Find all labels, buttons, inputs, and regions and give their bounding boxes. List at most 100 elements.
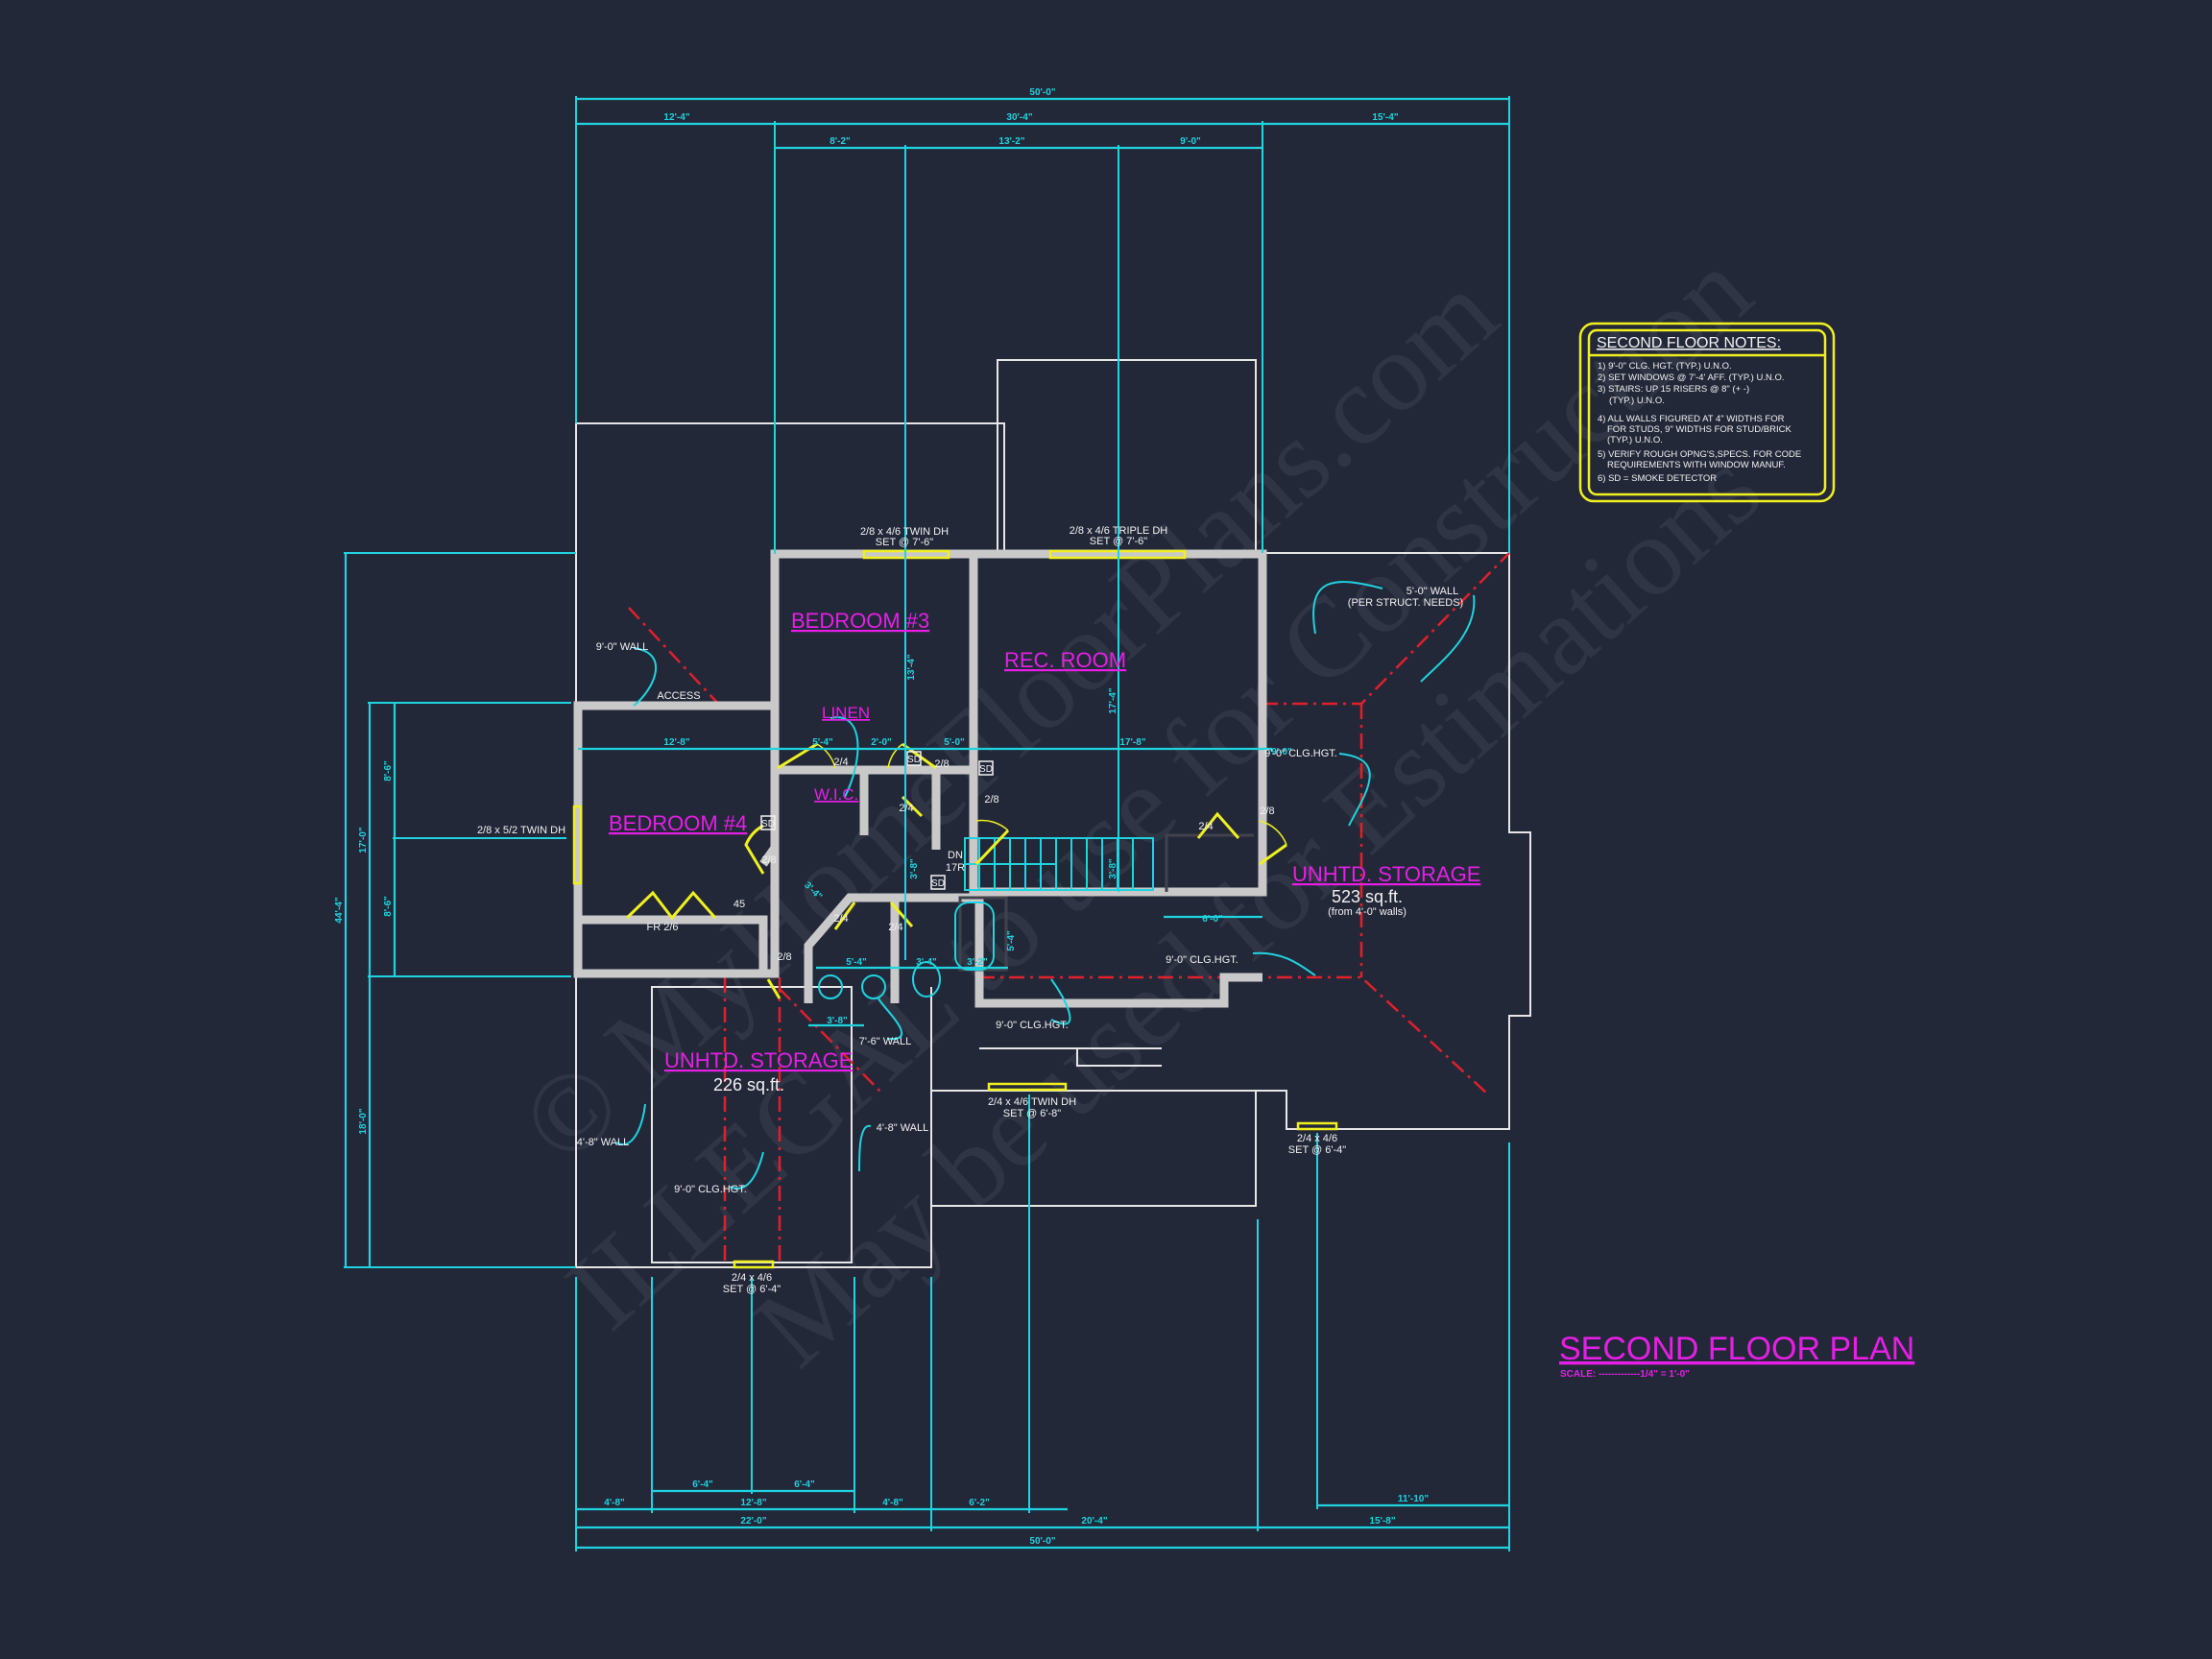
drawing-label: 2/4 x 4/6 TWIN DH — [988, 1096, 1076, 1108]
room-labels: BEDROOM #3 REC. ROOM LINEN W.I.C. BEDROO… — [609, 609, 1480, 1094]
room-storage-left: UNHTD. STORAGE — [664, 1048, 853, 1072]
drawing-label: 20'-4" — [1081, 1516, 1107, 1527]
bottom-dimensions: 6'-4" 6'-4" 4'-8" 12'-8" 4'-8" 6'-2" 11'… — [575, 1094, 1510, 1551]
drawing-label: 18'-0" — [358, 1108, 369, 1134]
drawing-label: 4) ALL WALLS FIGURED AT 4" WIDTHS FOR — [1598, 414, 1785, 424]
drawing-label: 2/4 — [888, 922, 902, 933]
dim-overall-top: 50'-0" — [1029, 87, 1055, 98]
drawing-label: 3'-8" — [827, 1016, 848, 1026]
drawing-label: SD — [907, 755, 921, 765]
drawing-label: 2/4 x 4/6 — [1297, 1133, 1337, 1144]
drawing-label: 2/4 — [1198, 821, 1213, 832]
drawing-label: 4'-8" — [882, 1498, 903, 1508]
drawing-label: 6'-4" — [692, 1479, 713, 1490]
drawing-label: 15'-8" — [1369, 1516, 1395, 1527]
drawing-label: 30'-4" — [1006, 112, 1032, 123]
drawing-label: SECOND FLOOR NOTES: — [1597, 335, 1781, 351]
second-floor-notes: SECOND FLOOR NOTES: 1) 9'-0" CLG. HGT. (… — [1578, 322, 1836, 503]
drawing-label: 2/8 x 4/6 TRIPLE DH — [1070, 525, 1168, 537]
drawing-label: 2/8 — [1260, 805, 1274, 817]
drawing-label: 5) VERIFY ROUGH OPNG'S,SPECS. FOR CODE — [1598, 449, 1801, 460]
drawing-label: 5'-4" — [812, 737, 833, 748]
room-bedroom-3: BEDROOM #3 — [791, 609, 929, 633]
drawing-label: 2/8 x 4/6 TWIN DH — [860, 526, 949, 538]
dim-overall-bottom: 50'-0" — [1029, 1536, 1055, 1547]
drawing-label: SET @ 6'-8" — [1003, 1108, 1061, 1119]
drawing-label: FOR STUDS, 9" WIDTHS FOR STUD/BRICK — [1607, 424, 1791, 435]
drawing-label: 3) STAIRS: UP 15 RISERS @ 8" (+ -) — [1598, 384, 1749, 395]
drawing-label: 5'-0" WALL — [1407, 586, 1459, 597]
drawing-label: DN — [948, 850, 963, 861]
drawing-label: 2/8 — [984, 794, 998, 805]
drawing-label: 5'-4" — [1006, 930, 1017, 951]
drawing-label: 2/4 — [833, 757, 848, 768]
drawing-label: 9'-0" CLG.HGT. — [1264, 748, 1337, 759]
drawing-label: 1) 9'-0" CLG. HGT. (TYP.) U.N.O. — [1598, 361, 1732, 372]
ridge-lines — [628, 552, 1510, 1262]
drawing-label: 4'-8" — [604, 1498, 625, 1508]
drawing-label: 7'-6" WALL — [859, 1036, 912, 1047]
drawing-label: 9'-0" — [1180, 136, 1201, 147]
drawing-label: 9'-0" — [1271, 747, 1292, 757]
drawing-label: 3'-2" — [967, 957, 988, 968]
door-labels: 2/4 2/8 2/8 2/4 2/8 2/4 2/8 2/4 2/4 2/8 — [761, 757, 1274, 963]
left-dimensions: 44'-4" 17'-0" 8'-6" 8'-6" 18'-0" — [334, 552, 576, 1268]
drawing-label: 15'-4" — [1372, 112, 1398, 123]
drawing-label: SD — [931, 878, 945, 889]
drawing-label: 523 sq.ft. — [1332, 887, 1403, 906]
drawing-label: 6'-0" — [1202, 914, 1223, 925]
drawing-label: 2/8 — [761, 854, 776, 866]
top-dimensions: 50'-0" 12'-4" 30'-4" 15'-4" 8'-2" 13'-2"… — [575, 87, 1510, 960]
drawing-label: 9'-0" CLG.HGT. — [1166, 954, 1238, 966]
plan-scale: SCALE: -------------1/4" = 1'-0" — [1560, 1369, 1690, 1380]
drawing-label: 9'-0" WALL — [596, 641, 649, 653]
drawing-label: 22'-0" — [740, 1516, 766, 1527]
drawing-label: 9'-0" CLG.HGT. — [674, 1184, 747, 1195]
drawing-label: 2/4 — [899, 803, 913, 814]
drawing-label: 6'-4" — [794, 1479, 815, 1490]
drawing-label: SD — [979, 764, 993, 775]
room-bedroom-4: BEDROOM #4 — [609, 811, 747, 835]
roof-outline — [575, 359, 1531, 1268]
drawing-label: 8'-6" — [383, 760, 394, 781]
drawing-label: SET @ 6'-4" — [1288, 1144, 1346, 1156]
drawing-label: 17'-8" — [1119, 737, 1145, 748]
drawing-label: FR 2/6 — [646, 922, 678, 933]
drawing-label: 6'-2" — [969, 1498, 990, 1508]
drawing-label: 12'-8" — [740, 1498, 766, 1508]
smoke-detectors: SD SD SD SD — [760, 751, 994, 890]
drawing-label: 226 sq.ft. — [713, 1075, 784, 1094]
drawing-label: 11'-10" — [1398, 1494, 1429, 1504]
drawing-label: 13'-2" — [998, 136, 1024, 147]
drawing-label: 3'-8" — [909, 858, 920, 879]
drawing-label: ACCESS — [657, 690, 700, 702]
drawing-label: (PER STRUCT. NEEDS) — [1348, 597, 1463, 609]
plan-title: SECOND FLOOR PLAN SCALE: -------------1/… — [1559, 1331, 1914, 1380]
drawing-label: 9'-0" CLG.HGT. — [996, 1020, 1069, 1031]
drawing-label: 2/4 x 4/6 — [732, 1272, 772, 1284]
room-wic: W.I.C. — [814, 785, 858, 804]
drawing-label: (TYP.) U.N.O. — [1609, 396, 1665, 406]
drawing-label: SET @ 7'-6" — [1090, 536, 1147, 547]
drawing-label: 4'-8" WALL — [577, 1137, 630, 1148]
plan-title-text: SECOND FLOOR PLAN — [1559, 1331, 1914, 1367]
drawing-label: 12'-4" — [663, 112, 689, 123]
drawing-label: 3'-4" — [916, 957, 937, 968]
drawing-label: 17'-4" — [1108, 687, 1118, 713]
drawing-label: 2/8 — [777, 951, 791, 963]
drawing-label: 17R — [946, 862, 965, 874]
drawing-label: 13'-4" — [906, 654, 917, 680]
annotations: 9'-0" WALL ACCESS 5'-0" WALL (PER STRUCT… — [577, 586, 1463, 1195]
room-rec-room: REC. ROOM — [1004, 648, 1126, 672]
drawing-label: 3'-8" — [1108, 858, 1118, 879]
drawing-label: (from 4'-0" walls) — [1328, 906, 1407, 918]
drawing-label: 6) SD = SMOKE DETECTOR — [1598, 473, 1717, 484]
room-linen: LINEN — [822, 704, 870, 722]
drawing-label: 45 — [733, 899, 745, 910]
interior-dimensions: 12'-8" 5'-4" 2'-0" 5'-0" 17'-8" 9'-0" 13… — [578, 654, 1292, 1027]
drawing-label: 2'-0" — [871, 737, 892, 748]
drawing-label: SET @ 6'-4" — [723, 1284, 781, 1295]
drawing-label: 2/8 x 5/2 TWIN DH — [477, 825, 565, 836]
drawing-label: 5'-0" — [944, 737, 965, 748]
